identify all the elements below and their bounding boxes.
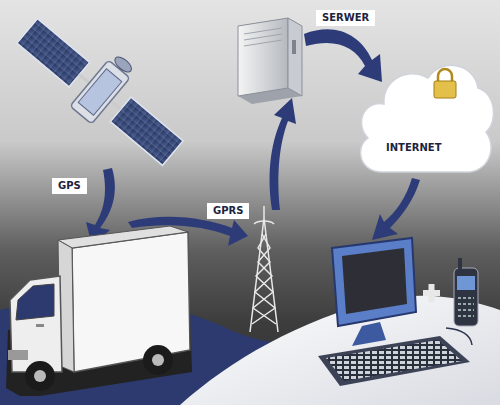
cloud-shape [352, 52, 498, 184]
tag-label: SERWER [316, 10, 375, 26]
tag-label: GPS [52, 178, 87, 194]
cloud-node: INTERNET [352, 52, 498, 184]
tag-label: GPRS [207, 203, 249, 219]
cloud-label: INTERNET [380, 140, 447, 156]
